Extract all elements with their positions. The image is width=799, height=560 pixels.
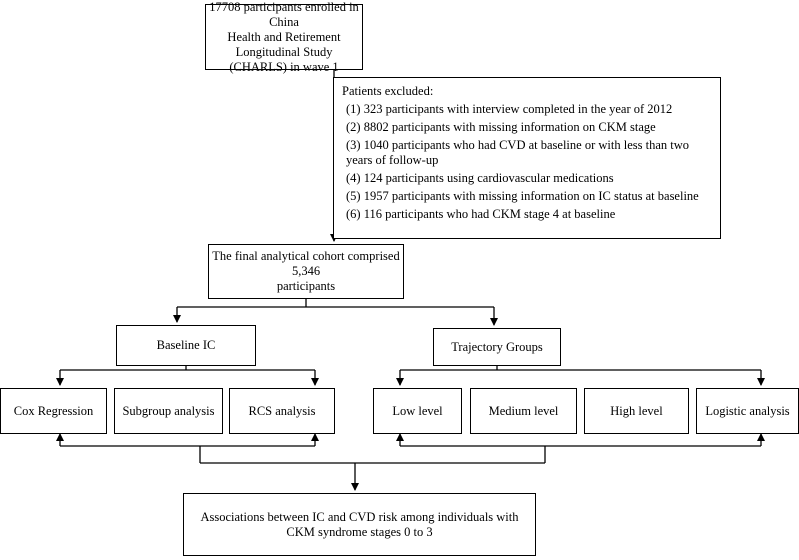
cox-regression-label: Cox Regression bbox=[13, 403, 94, 418]
outcome-line-1: Associations between IC and CVD risk amo… bbox=[200, 509, 519, 524]
cox-regression-box: Cox Regression bbox=[0, 388, 107, 434]
cohort-line-2: participants bbox=[276, 279, 336, 293]
rcs-analysis-label: RCS analysis bbox=[248, 403, 316, 418]
medium-level-label: Medium level bbox=[488, 403, 559, 418]
logistic-analysis-label: Logistic analysis bbox=[705, 403, 790, 418]
enrollment-line-1: 17708 participants enrolled in China bbox=[209, 0, 359, 29]
baseline-ic-box: Baseline IC bbox=[116, 325, 256, 366]
subgroup-analysis-box: Subgroup analysis bbox=[114, 388, 223, 434]
trajectory-groups-box: Trajectory Groups bbox=[433, 328, 561, 366]
outcome-line-2: CKM syndrome stages 0 to 3 bbox=[286, 524, 433, 539]
enrollment-box: 17708 participants enrolled in China Hea… bbox=[205, 0, 363, 74]
exclusion-title: Patients excluded: bbox=[342, 84, 434, 98]
exclusion-item: (5) 1957 participants with missing infor… bbox=[346, 189, 699, 203]
exclusion-item: (4) 124 participants using cardiovascula… bbox=[346, 171, 614, 185]
enrollment-line-3: (CHARLS) in wave 1 bbox=[229, 59, 339, 74]
exclusion-item: (3) 1040 participants who had CVD at bas… bbox=[346, 138, 689, 167]
high-level-label: High level bbox=[610, 403, 663, 418]
low-level-label: Low level bbox=[392, 403, 443, 418]
exclusion-item: (6) 116 participants who had CKM stage 4… bbox=[346, 207, 616, 221]
baseline-ic-title: Baseline IC bbox=[156, 338, 216, 352]
exclusion-box: Patients excluded: (1) 323 participants … bbox=[333, 77, 721, 239]
medium-level-box: Medium level bbox=[470, 388, 577, 434]
high-level-box: High level bbox=[584, 388, 689, 434]
cohort-line-1: The final analytical cohort comprised 5,… bbox=[212, 249, 400, 278]
outcome-box: Associations between IC and CVD risk amo… bbox=[183, 493, 536, 556]
exclusion-item: (1) 323 participants with interview comp… bbox=[346, 102, 673, 116]
logistic-analysis-box: Logistic analysis bbox=[696, 388, 799, 434]
exclusion-item: (2) 8802 participants with missing infor… bbox=[346, 120, 656, 134]
trajectory-groups-title: Trajectory Groups bbox=[451, 339, 543, 354]
rcs-analysis-box: RCS analysis bbox=[229, 388, 335, 434]
subgroup-analysis-label: Subgroup analysis bbox=[122, 403, 215, 418]
enrollment-line-2: Health and Retirement Longitudinal Study bbox=[227, 29, 341, 59]
cohort-box: The final analytical cohort comprised 5,… bbox=[208, 244, 404, 299]
low-level-box: Low level bbox=[373, 388, 462, 434]
